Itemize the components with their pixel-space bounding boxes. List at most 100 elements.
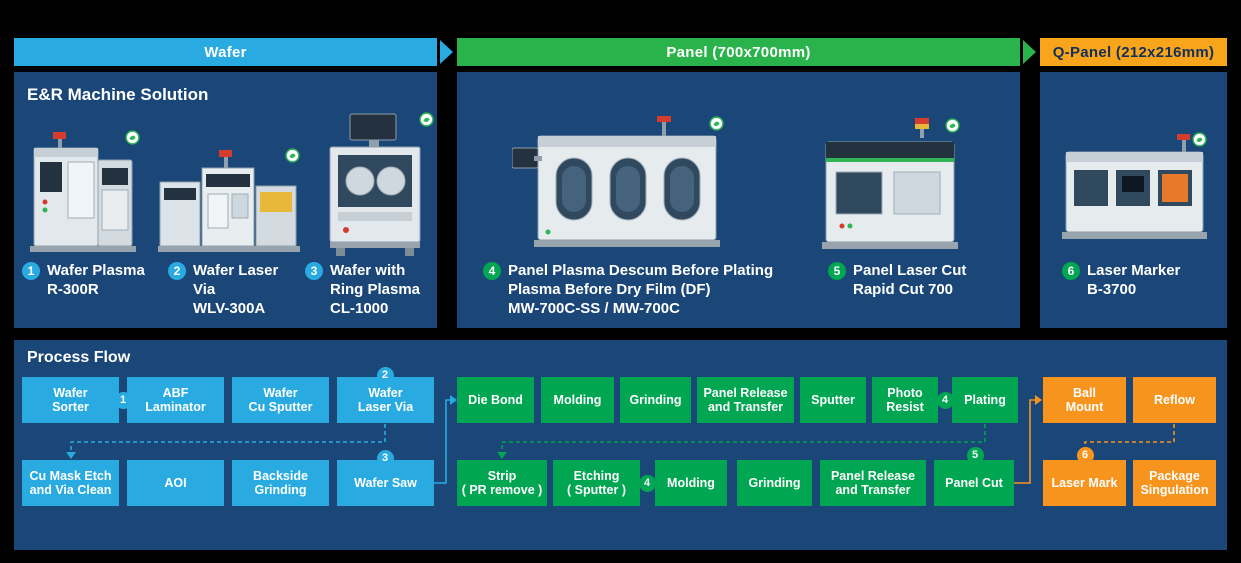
flow-step-wafer-sorter: Wafer Sorter xyxy=(22,377,119,423)
header-bar-qpanel-label: Q-Panel (212x216mm) xyxy=(1052,43,1215,61)
step-badge-4: 4 xyxy=(638,474,656,492)
flow-step-wafer-saw: Wafer Saw xyxy=(337,460,434,506)
flow-step-grinding: Grinding xyxy=(620,377,691,423)
machine-number-badge: 4 xyxy=(483,262,501,280)
flow-step-label: Panel Release and Transfer xyxy=(703,385,788,415)
flow-step-label: Reflow xyxy=(1154,392,1195,407)
step-badge-6: 6 xyxy=(1076,446,1094,464)
flow-step-panel-release-and-transfer: Panel Release and Transfer xyxy=(697,377,794,423)
flow-step-label: Grinding xyxy=(629,392,682,407)
header-bar-qpanel: Q-Panel (212x216mm) xyxy=(1040,38,1227,66)
machine-number-badge: 6 xyxy=(1062,262,1080,280)
flow-step-etching-sputter: Etching ( Sputter ) xyxy=(553,460,640,506)
machine-number-badge: 2 xyxy=(168,262,186,280)
flow-connectors xyxy=(66,395,1175,484)
er-logo-icon xyxy=(419,112,434,127)
er-logo-icon xyxy=(125,130,140,145)
machine-section-title: E&R Machine Solution xyxy=(27,85,209,104)
header-bar-wafer: Wafer xyxy=(14,38,437,66)
flow-step-photo-resist: Photo Resist xyxy=(872,377,938,423)
arrowhead xyxy=(66,452,76,459)
flow-step-panel-release-and-transfer: Panel Release and Transfer xyxy=(820,460,926,506)
arrow-right-icon xyxy=(1023,40,1036,64)
flow-step-label: Panel Release and Transfer xyxy=(830,468,916,498)
flow-step-label: Grinding xyxy=(748,475,801,490)
flow-step-reflow: Reflow xyxy=(1133,377,1216,423)
machine-number-badge: 3 xyxy=(305,262,323,280)
process-flow-title: Process Flow xyxy=(27,349,131,366)
connector-plating-to-strip xyxy=(501,424,986,455)
flow-step-label: Wafer Saw xyxy=(354,475,417,490)
er-logo-icon xyxy=(1192,132,1207,147)
flow-step-label: Die Bond xyxy=(468,392,523,407)
machine-image-wafer-ring-plasma-cl-1000 xyxy=(316,112,434,258)
flow-step-aoi: AOI xyxy=(127,460,224,506)
flow-step-label: ABF Laminator xyxy=(145,385,206,415)
machine-image-wafer-laser-via-wlv-300a xyxy=(158,148,300,258)
flow-step-label: AOI xyxy=(164,475,187,490)
flow-step-label: Etching ( Sputter ) xyxy=(566,468,627,498)
machine-image-panel-laser-cut-rapid-cut-700 xyxy=(820,118,960,256)
flow-step-wafer-laser-via: Wafer Laser Via xyxy=(337,377,434,423)
flow-step-label: Panel Cut xyxy=(945,475,1003,490)
connector-wafer-saw-to-die-bond xyxy=(434,399,451,484)
flow-step-ball-mount: Ball Mount xyxy=(1043,377,1126,423)
flow-step-label: Cu Mask Etch and Via Clean xyxy=(29,468,112,498)
flow-step-label: Laser Mark xyxy=(1051,475,1118,490)
flow-step-abf-laminator: ABF Laminator xyxy=(127,377,224,423)
flow-step-molding: Molding xyxy=(655,460,727,506)
flow-step-label: Wafer Laser Via xyxy=(357,385,414,415)
step-badge-5: 5 xyxy=(966,446,984,464)
connector-laser-via-to-cu-mask xyxy=(70,424,386,455)
flow-step-cu-mask-etch-and-via-clean: Cu Mask Etch and Via Clean xyxy=(22,460,119,506)
arrowhead xyxy=(497,452,507,459)
machine-image-laser-marker-b-3700 xyxy=(1062,132,1207,250)
flow-step-wafer-cu-sputter: Wafer Cu Sputter xyxy=(232,377,329,423)
arrow-right-icon xyxy=(440,40,453,64)
arrowhead xyxy=(450,395,457,405)
section-process-flow: Wafer Sorter ABF Laminator Wafer Cu Sputte… xyxy=(14,340,1227,550)
flow-step-panel-cut: Panel Cut xyxy=(934,460,1014,506)
flow-step-label: Backside Grinding xyxy=(253,468,308,498)
flow-step-package-singulation: Package Singulation xyxy=(1133,460,1216,506)
flow-step-sputter: Sputter xyxy=(800,377,866,423)
connector-reflow-to-laser-mark xyxy=(1084,424,1175,450)
step-badge-1: 1 xyxy=(114,391,132,409)
flow-step-strip-pr-remove: Strip ( PR remove ) xyxy=(457,460,547,506)
flow-step-label: Package Singulation xyxy=(1140,468,1209,498)
flow-step-laser-mark: Laser Mark xyxy=(1043,460,1126,506)
flow-step-die-bond: Die Bond xyxy=(457,377,534,423)
machine-image-wafer-plasma-r-300r xyxy=(28,130,140,256)
flow-step-backside-grinding: Backside Grinding xyxy=(232,460,329,506)
flow-step-grinding: Grinding xyxy=(737,460,812,506)
flow-step-label: Molding xyxy=(667,475,715,490)
er-logo-icon xyxy=(945,118,960,133)
flow-step-label: Sputter xyxy=(811,392,855,407)
header-bar-wafer-label: Wafer xyxy=(204,43,247,61)
flow-step-label: Wafer Sorter xyxy=(52,385,89,415)
flow-step-label: Photo Resist xyxy=(886,385,924,415)
machine-number-badge: 5 xyxy=(828,262,846,280)
header-bar-panel-label: Panel (700x700mm) xyxy=(666,43,811,61)
flow-step-plating: Plating xyxy=(952,377,1018,423)
flow-step-label: Strip ( PR remove ) xyxy=(461,468,543,498)
flow-step-label: Plating xyxy=(964,392,1006,407)
step-badge-2: 2 xyxy=(376,366,394,384)
machine-image-panel-plasma-mw-700c xyxy=(512,116,724,258)
er-logo-icon xyxy=(709,116,724,131)
machine-number-badge: 1 xyxy=(22,262,40,280)
arrowhead xyxy=(1035,395,1042,405)
header-bar-panel: Panel (700x700mm) xyxy=(457,38,1020,66)
